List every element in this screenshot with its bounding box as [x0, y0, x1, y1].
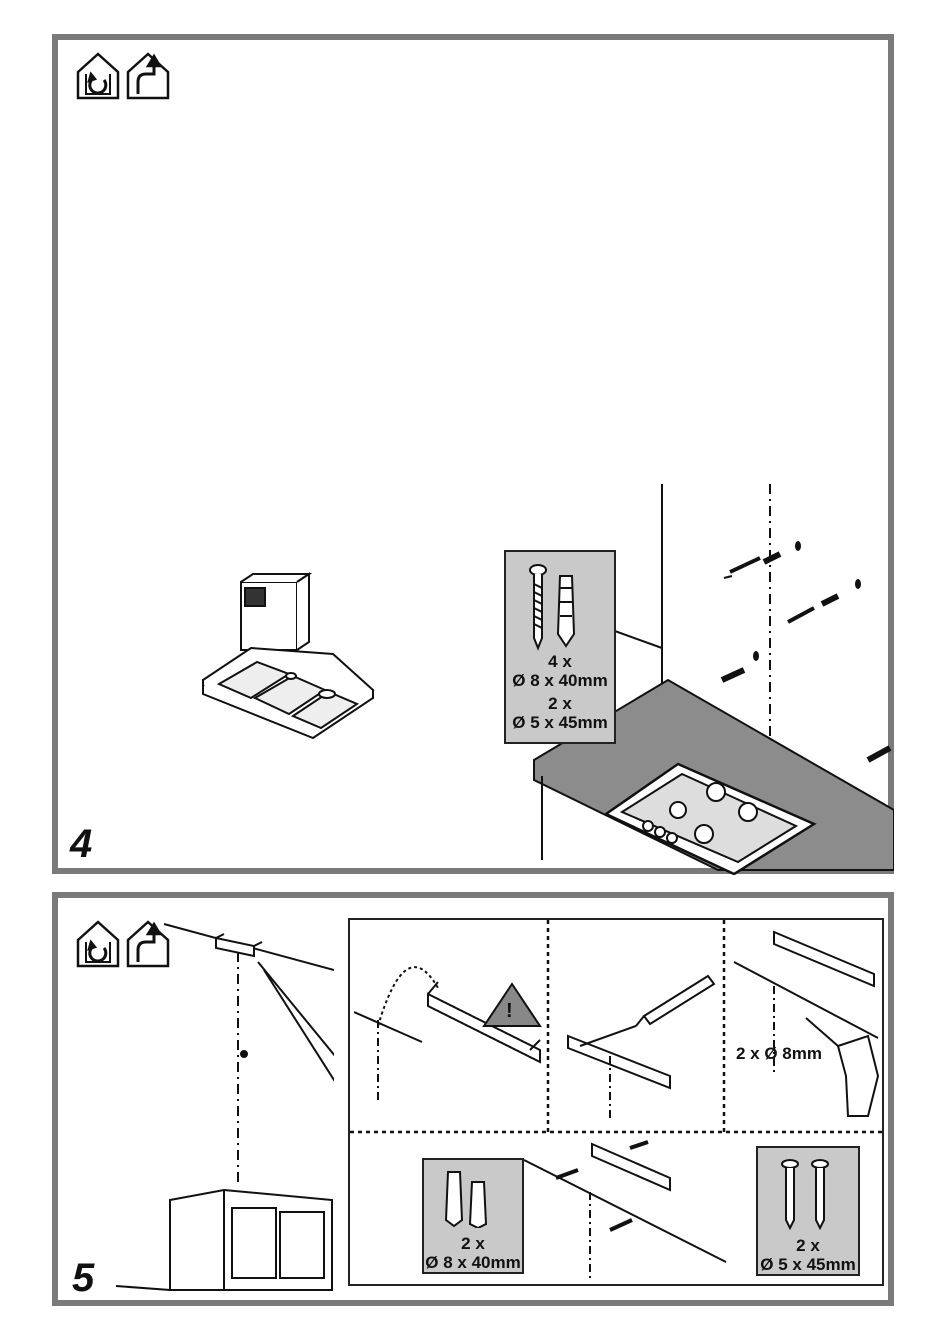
screw-size: Ø 5 x 45mm [758, 1255, 858, 1274]
screw-size: Ø 8 x 40mm [506, 671, 614, 690]
detail-inset: ! 2 x Ø 8mm [348, 918, 884, 1286]
screws-icon [776, 1158, 846, 1232]
wall-plugs-icon [438, 1168, 508, 1228]
plug-size: Ø 5 x 45mm [506, 713, 614, 732]
plug-quantity: 2 x [506, 694, 614, 713]
step-number: 4 [70, 822, 92, 867]
fixings-callout: 4 x Ø 8 x 40mm 2 x Ø 5 x 45mm [504, 550, 616, 744]
installation-mode-icons [74, 50, 174, 102]
drill-size-label: 2 x Ø 8mm [736, 1044, 822, 1064]
plugs-callout: 2 x Ø 8 x 40mm [422, 1158, 524, 1274]
warning-symbol: ! [506, 1000, 513, 1023]
screw-and-plug-icon [526, 562, 596, 652]
plug-size: Ø 8 x 40mm [424, 1253, 522, 1272]
step-number: 5 [72, 1256, 94, 1301]
drill-holes-illustration [728, 926, 882, 1130]
step-4-panel: 4 x Ø 8 x 40mm 2 x Ø 5 x 45mm 4 [52, 34, 894, 874]
ducted-exhaust-house-icon [128, 54, 168, 98]
wall-bracket-illustration [114, 916, 334, 1300]
screw-quantity: 2 x [758, 1236, 858, 1255]
screw-quantity: 4 x [506, 652, 614, 671]
fix-bracket-illustration [520, 1138, 730, 1278]
mark-holes-illustration [550, 956, 722, 1126]
recirculation-house-icon [78, 54, 118, 98]
screws-callout: 2 x Ø 5 x 45mm [756, 1146, 860, 1276]
step-5-panel: ! 2 x Ø 8mm [52, 892, 894, 1306]
plug-quantity: 2 x [424, 1234, 522, 1253]
recirculation-house-icon [78, 922, 118, 966]
cooker-hood-illustration [193, 570, 393, 755]
bracket-position-illustration [354, 950, 544, 1110]
